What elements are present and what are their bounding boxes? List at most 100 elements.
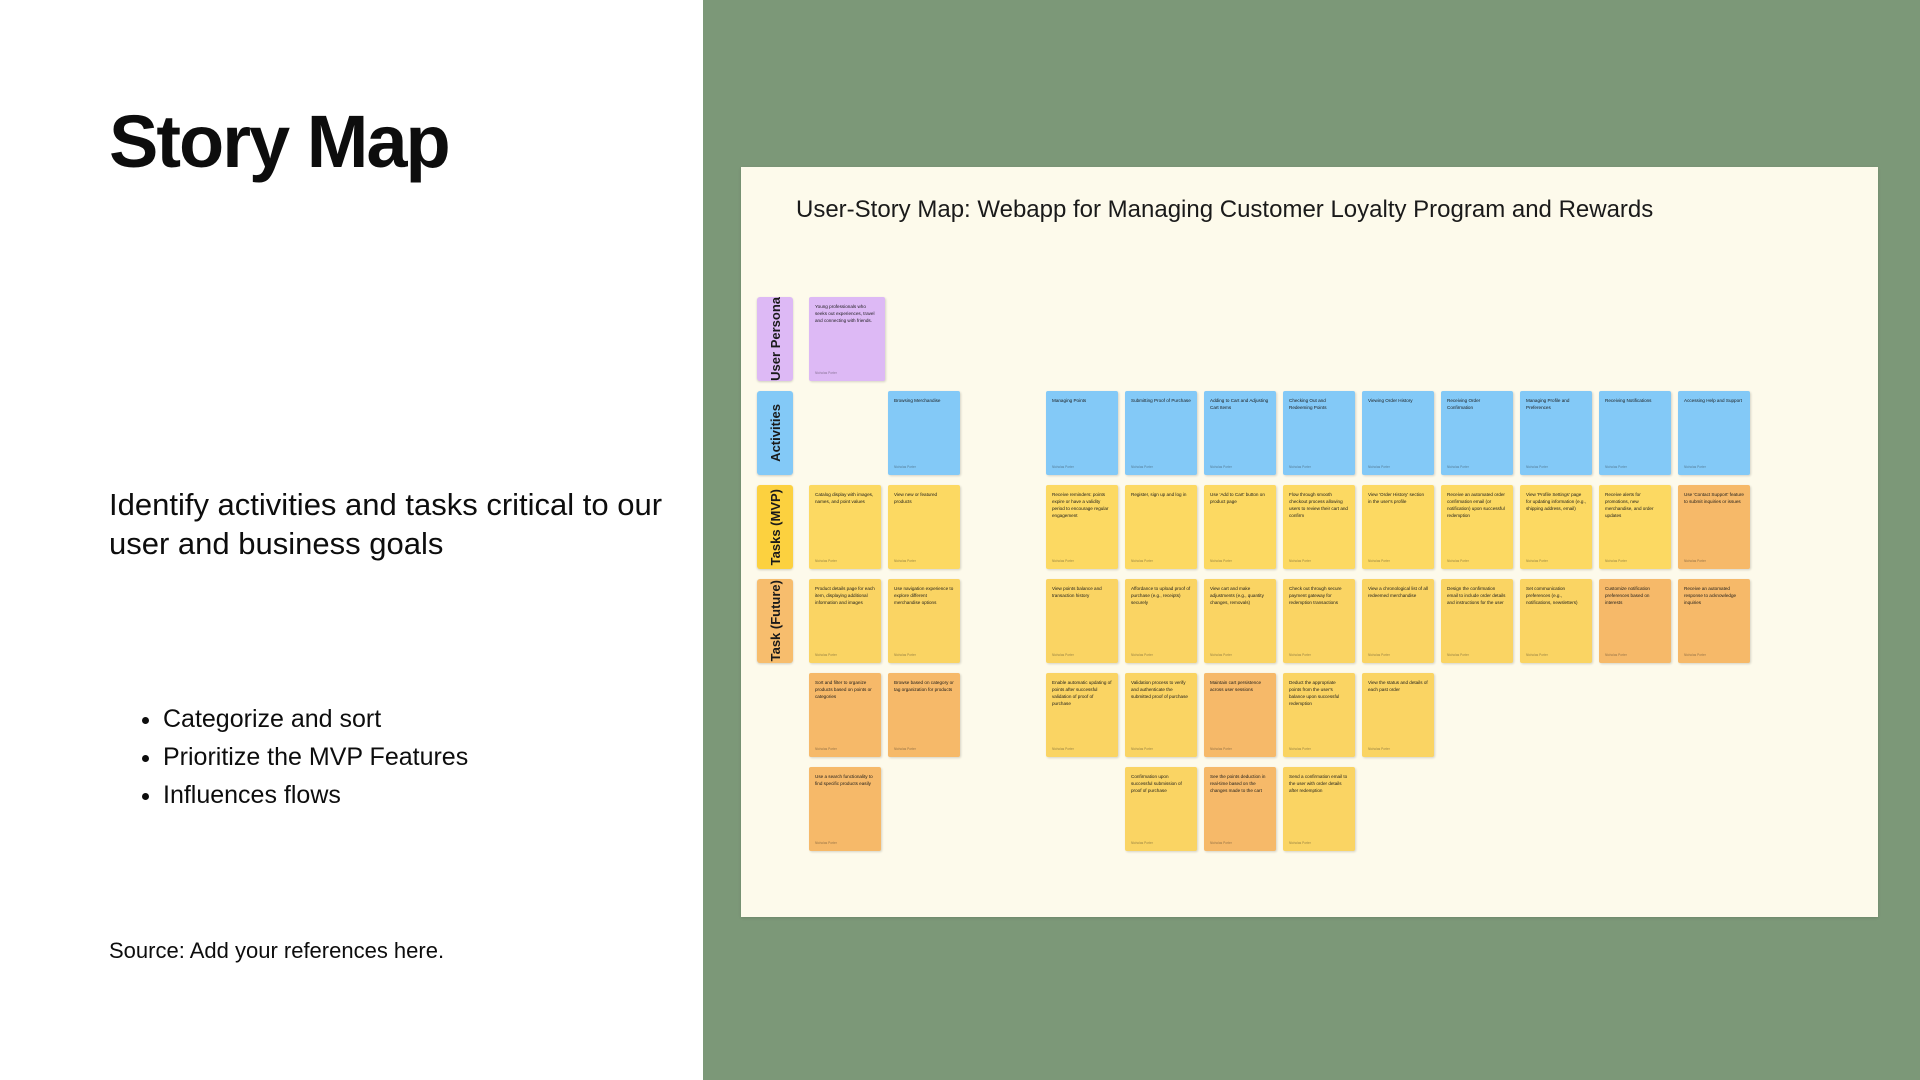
- sticky-note[interactable]: Flow through smooth checkout process all…: [1283, 485, 1355, 569]
- sticky-note[interactable]: Affordance to upload proof of purchase (…: [1125, 579, 1197, 663]
- sticky-note-author: Nicholas Porter: [815, 841, 837, 845]
- sticky-note[interactable]: Receive an automated order confirmation …: [1441, 485, 1513, 569]
- sticky-note-author: Nicholas Porter: [1605, 559, 1627, 563]
- sticky-note[interactable]: Use 'Add to Cart' button on product page…: [1204, 485, 1276, 569]
- sticky-note-author: Nicholas Porter: [815, 559, 837, 563]
- row-label-text: Tasks (MVP): [767, 488, 783, 566]
- sticky-note[interactable]: Receive reminders: points expire or have…: [1046, 485, 1118, 569]
- sticky-note-text: View 'Profile Settings' page for updatin…: [1526, 492, 1587, 511]
- sticky-note[interactable]: View points balance and transaction hist…: [1046, 579, 1118, 663]
- sticky-note-author: Nicholas Porter: [815, 747, 837, 751]
- bullet-item: Prioritize the MVP Features: [163, 738, 468, 776]
- sticky-note[interactable]: Validation process to verify and authent…: [1125, 673, 1197, 757]
- sticky-note-text: Register, sign up and log in: [1131, 492, 1187, 497]
- sticky-note-author: Nicholas Porter: [1289, 559, 1311, 563]
- row-note-track: Use a search functionality to find speci…: [809, 767, 1878, 853]
- sticky-note-author: Nicholas Porter: [1368, 653, 1390, 657]
- sticky-note-text: View points balance and transaction hist…: [1052, 586, 1102, 598]
- sticky-note[interactable]: See the points deduction in real-time ba…: [1204, 767, 1276, 851]
- sticky-note[interactable]: View the status and details of each past…: [1362, 673, 1434, 757]
- sticky-note[interactable]: Use a search functionality to find speci…: [809, 767, 881, 851]
- sticky-note-text: See the points deduction in real-time ba…: [1210, 774, 1266, 793]
- sticky-note-author: Nicholas Porter: [815, 653, 837, 657]
- bullet-item: Categorize and sort: [163, 700, 468, 738]
- sticky-note-text: View new or featured products: [894, 492, 938, 504]
- slide-lede: Identify activities and tasks critical t…: [109, 487, 663, 562]
- sticky-note-text: Checking Out and Redeeming Points: [1289, 398, 1327, 410]
- sticky-note[interactable]: Enable automatic updating of points afte…: [1046, 673, 1118, 757]
- sticky-note-text: Submitting Proof of Purchase: [1131, 398, 1191, 403]
- sticky-note[interactable]: Catalog display with images, names, and …: [809, 485, 881, 569]
- sticky-note-text: Flow through smooth checkout process all…: [1289, 492, 1348, 518]
- story-map-row: Sort and filter to organize products bas…: [757, 673, 1878, 759]
- sticky-note[interactable]: Sort and filter to organize products bas…: [809, 673, 881, 757]
- row-label-chip[interactable]: Activities: [757, 391, 793, 475]
- sticky-note-text: Receive an automated order confirmation …: [1447, 492, 1505, 518]
- sticky-note-text: View the status and details of each past…: [1368, 680, 1428, 692]
- sticky-note[interactable]: Customize notification preferences based…: [1599, 579, 1671, 663]
- sticky-note[interactable]: Check out through secure payment gateway…: [1283, 579, 1355, 663]
- sticky-note[interactable]: Deduct the appropriate points from the u…: [1283, 673, 1355, 757]
- sticky-note-text: Browse based on category or tag organiza…: [894, 680, 954, 692]
- sticky-note-text: Set communication preferences (e.g., not…: [1526, 586, 1578, 605]
- sticky-note-author: Nicholas Porter: [894, 747, 916, 751]
- sticky-note-text: Use a search functionality to find speci…: [815, 774, 873, 786]
- sticky-note-text: View cart and make adjustments (e.g., qu…: [1210, 586, 1264, 605]
- sticky-note-text: View 'Order History' section in the user…: [1368, 492, 1425, 504]
- sticky-note-author: Nicholas Porter: [1052, 747, 1074, 751]
- sticky-note-text: Managing Profile and Preferences: [1526, 398, 1570, 410]
- sticky-note[interactable]: Use 'Contact Support' feature to submit …: [1678, 485, 1750, 569]
- sticky-note-author: Nicholas Porter: [1131, 747, 1153, 751]
- sticky-note[interactable]: Browse based on category or tag organiza…: [888, 673, 960, 757]
- row-label-chip[interactable]: Tasks (MVP): [757, 485, 793, 569]
- sticky-note[interactable]: Young professionals who seeks out experi…: [809, 297, 885, 381]
- sticky-note-author: Nicholas Porter: [1526, 653, 1548, 657]
- sticky-note[interactable]: Confirmation upon successful submission …: [1125, 767, 1197, 851]
- sticky-note-text: Accessing Help and Support: [1684, 398, 1742, 403]
- sticky-note-author: Nicholas Porter: [1447, 653, 1469, 657]
- bullet-list: Categorize and sortPrioritize the MVP Fe…: [135, 700, 468, 814]
- sticky-note[interactable]: Design the confirmation email to include…: [1441, 579, 1513, 663]
- sticky-note[interactable]: Product details page for each item, disp…: [809, 579, 881, 663]
- sticky-note[interactable]: View 'Profile Settings' page for updatin…: [1520, 485, 1592, 569]
- row-label-chip[interactable]: Task (Future): [757, 579, 793, 663]
- row-label-chip[interactable]: User Persona: [757, 297, 793, 381]
- sticky-note-author: Nicholas Porter: [894, 465, 916, 469]
- sticky-note-author: Nicholas Porter: [1210, 653, 1232, 657]
- row-note-track: Young professionals who seeks out experi…: [809, 297, 1878, 383]
- sticky-note-text: Use 'Contact Support' feature to submit …: [1684, 492, 1744, 504]
- sticky-note[interactable]: Set communication preferences (e.g., not…: [1520, 579, 1592, 663]
- sticky-note-author: Nicholas Porter: [1605, 653, 1627, 657]
- sticky-note[interactable]: Maintain cart persistence across user se…: [1204, 673, 1276, 757]
- sticky-note[interactable]: Receive an automated response to acknowl…: [1678, 579, 1750, 663]
- sticky-note-author: Nicholas Porter: [1131, 653, 1153, 657]
- sticky-note-text: Maintain cart persistence across user se…: [1210, 680, 1262, 692]
- sticky-note[interactable]: View a chronological list of all redeeme…: [1362, 579, 1434, 663]
- sticky-note-text: Adding to Cart and Adjusting Cart Items: [1210, 398, 1269, 410]
- source-note: Source: Add your references here.: [109, 938, 445, 963]
- sticky-note-text: Enable automatic updating of points afte…: [1052, 680, 1112, 706]
- sticky-note[interactable]: Receive alerts for promotions, new merch…: [1599, 485, 1671, 569]
- sticky-note-text: Receive an automated response to acknowl…: [1684, 586, 1737, 605]
- sticky-note-text: Use navigation experience to explore dif…: [894, 586, 954, 605]
- row-note-track: Sort and filter to organize products bas…: [809, 673, 1878, 759]
- sticky-note-text: View a chronological list of all redeeme…: [1368, 586, 1428, 598]
- sticky-note[interactable]: View cart and make adjustments (e.g., qu…: [1204, 579, 1276, 663]
- sticky-note[interactable]: Send a confirmation email to the user wi…: [1283, 767, 1355, 851]
- sticky-note-author: Nicholas Porter: [1131, 465, 1153, 469]
- sticky-note[interactable]: View 'Order History' section in the user…: [1362, 485, 1434, 569]
- sticky-note[interactable]: Use navigation experience to explore dif…: [888, 579, 960, 663]
- sticky-note-text: Managing Points: [1052, 398, 1087, 403]
